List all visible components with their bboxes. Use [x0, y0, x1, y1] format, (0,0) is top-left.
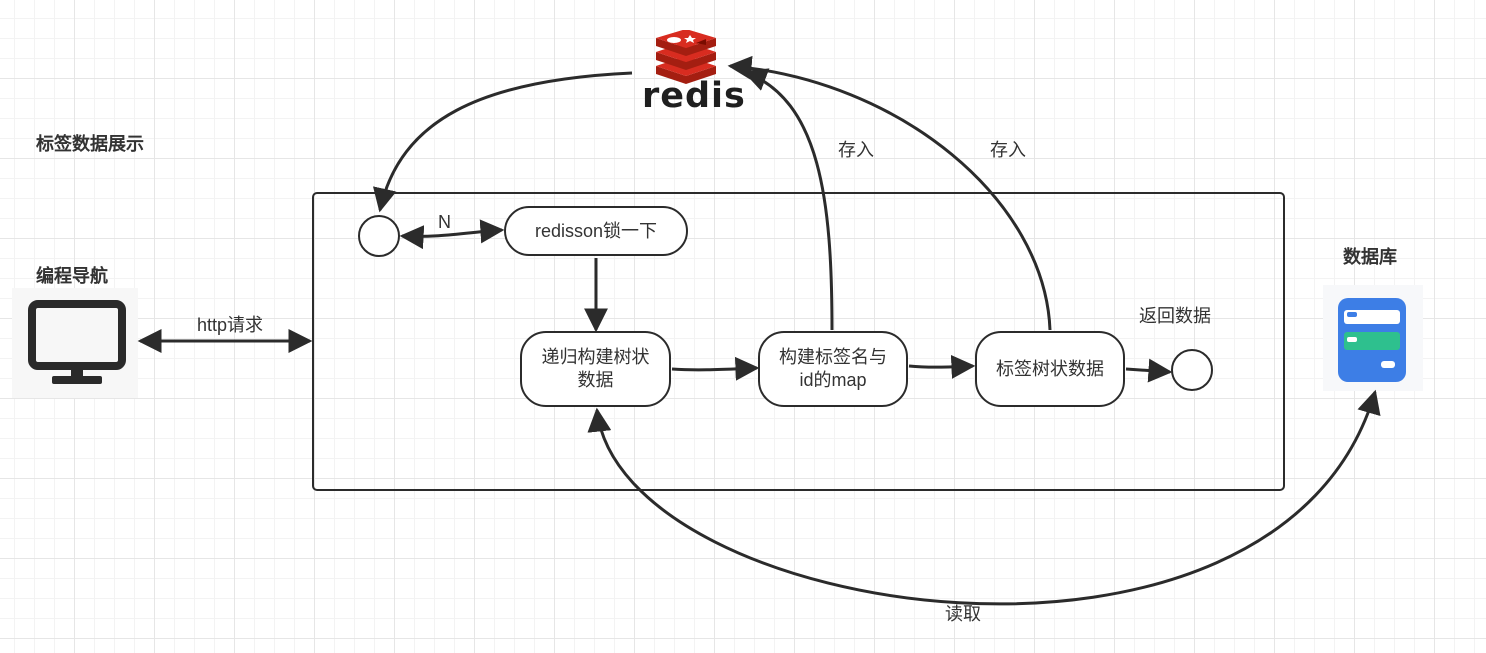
- tree-store-arrow: [727, 55, 1052, 331]
- start-lock-arrow: [399, 219, 505, 250]
- http-request-label: http请求: [197, 315, 264, 335]
- recursive-build-line1: 递归构建树状: [541, 347, 650, 367]
- recursive-build-line2: 数据: [577, 370, 614, 390]
- start-node[interactable]: [358, 215, 400, 257]
- redis-logo-icon: [656, 29, 716, 84]
- tag-tree-label: 标签树状数据: [996, 358, 1104, 379]
- database-read-arrow: [587, 389, 1381, 606]
- n-label: N: [438, 212, 451, 232]
- database-icon: [1338, 298, 1406, 382]
- recursive-to-map-arrow: [671, 356, 760, 381]
- process-container: [312, 192, 1285, 491]
- return-data-label: 返回数据: [1139, 306, 1211, 326]
- diagram-title: 标签数据展示: [36, 134, 144, 154]
- build-map-line1: 构建标签名与: [779, 347, 887, 367]
- redis-to-start-arrow: [372, 71, 633, 213]
- lock-node-label: redisson锁一下: [534, 220, 658, 241]
- build-map-line2: id的map: [799, 370, 867, 390]
- client-title: 编程导航: [36, 266, 108, 286]
- read-label: 读取: [945, 604, 981, 624]
- build-map-node[interactable]: 构建标签名与 id的map: [758, 331, 908, 407]
- map-store-arrow: [742, 68, 834, 331]
- recursive-build-node[interactable]: 递归构建树状 数据: [520, 331, 671, 407]
- redis-logo: redis: [638, 29, 745, 116]
- lock-node[interactable]: redisson锁一下: [504, 206, 688, 256]
- database-title: 数据库: [1343, 247, 1397, 267]
- redis-logo-text: redis: [642, 76, 746, 116]
- store-label-tree: 存入: [990, 140, 1026, 160]
- store-label-map: 存入: [838, 140, 874, 160]
- database-panel: [1323, 285, 1423, 391]
- tag-tree-node[interactable]: 标签树状数据: [975, 331, 1125, 407]
- client-panel: [12, 288, 138, 398]
- monitor-icon: [28, 300, 126, 384]
- end-node[interactable]: [1171, 349, 1213, 391]
- map-to-tree-arrow: [908, 354, 976, 379]
- tree-to-end-arrow: [1125, 358, 1173, 383]
